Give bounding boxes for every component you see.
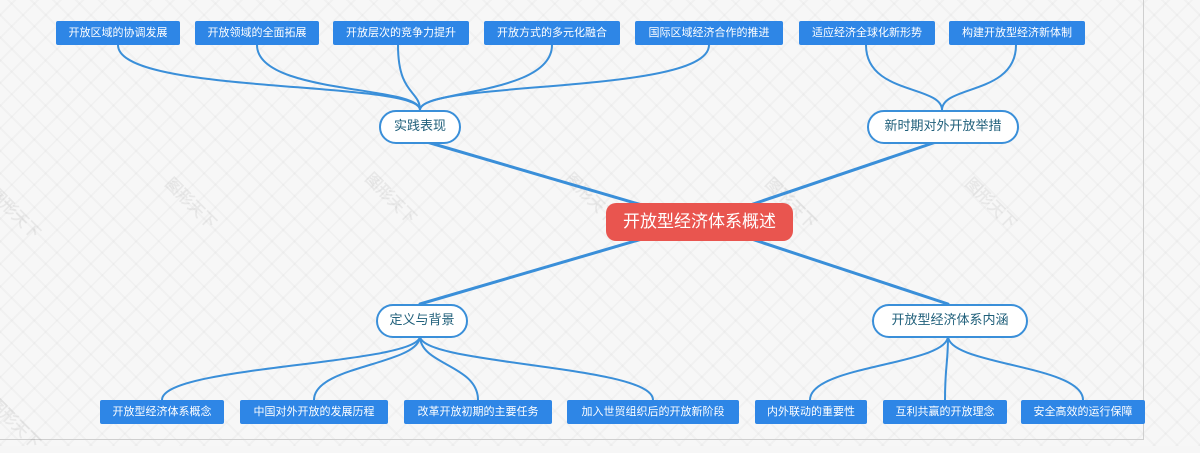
leaf-definition-1[interactable]: 开放型经济体系概念	[100, 400, 224, 424]
link-definition-leaf-4	[419, 335, 654, 401]
branch-practice[interactable]: 实践表现	[379, 110, 461, 144]
link-connotation-leaf-1	[809, 335, 949, 401]
link-practice-leaf-3	[397, 44, 421, 111]
branch-connotation[interactable]: 开放型经济体系内涵	[872, 304, 1028, 338]
link-newera-leaf-2	[941, 44, 1017, 111]
leaf-practice-3[interactable]: 开放层次的竞争力提升	[333, 21, 469, 45]
leaf-definition-3[interactable]: 改革开放初期的主要任务	[404, 400, 552, 424]
leaf-connotation-2[interactable]: 互利共赢的开放理念	[883, 400, 1007, 424]
central-topic[interactable]: 开放型经济体系概述	[606, 203, 793, 241]
leaf-connotation-1[interactable]: 内外联动的重要性	[755, 400, 867, 424]
link-practice-leaf-2	[256, 44, 421, 111]
leaf-connotation-3[interactable]: 安全高效的运行保障	[1021, 400, 1145, 424]
leaf-newera-2[interactable]: 构建开放型经济新体制	[949, 21, 1085, 45]
branch-definition[interactable]: 定义与背景	[376, 304, 468, 338]
leaf-definition-4[interactable]: 加入世贸组织后的开放新阶段	[567, 400, 739, 424]
link-practice-leaf-5	[419, 44, 710, 111]
leaf-practice-4[interactable]: 开放方式的多元化融合	[484, 21, 620, 45]
leaf-practice-5[interactable]: 国际区域经济合作的推进	[635, 21, 783, 45]
branch-newera[interactable]: 新时期对外开放举措	[867, 110, 1019, 144]
leaf-definition-2[interactable]: 中国对外开放的发展历程	[240, 400, 388, 424]
link-connotation-leaf-2	[944, 335, 949, 401]
link-practice-leaf-1	[117, 44, 421, 111]
link-practice-leaf-4	[419, 44, 553, 111]
link-newera-leaf-1	[865, 44, 943, 111]
leaf-newera-1[interactable]: 适应经济全球化新形势	[799, 21, 935, 45]
link-definition-leaf-2	[313, 335, 421, 401]
leaf-practice-1[interactable]: 开放区域的协调发展	[56, 21, 180, 45]
link-definition-leaf-1	[161, 335, 421, 401]
leaf-practice-2[interactable]: 开放领域的全面拓展	[195, 21, 319, 45]
canvas-frame	[0, 0, 1144, 440]
link-definition-leaf-3	[419, 335, 479, 401]
link-connotation-leaf-3	[947, 335, 1084, 401]
